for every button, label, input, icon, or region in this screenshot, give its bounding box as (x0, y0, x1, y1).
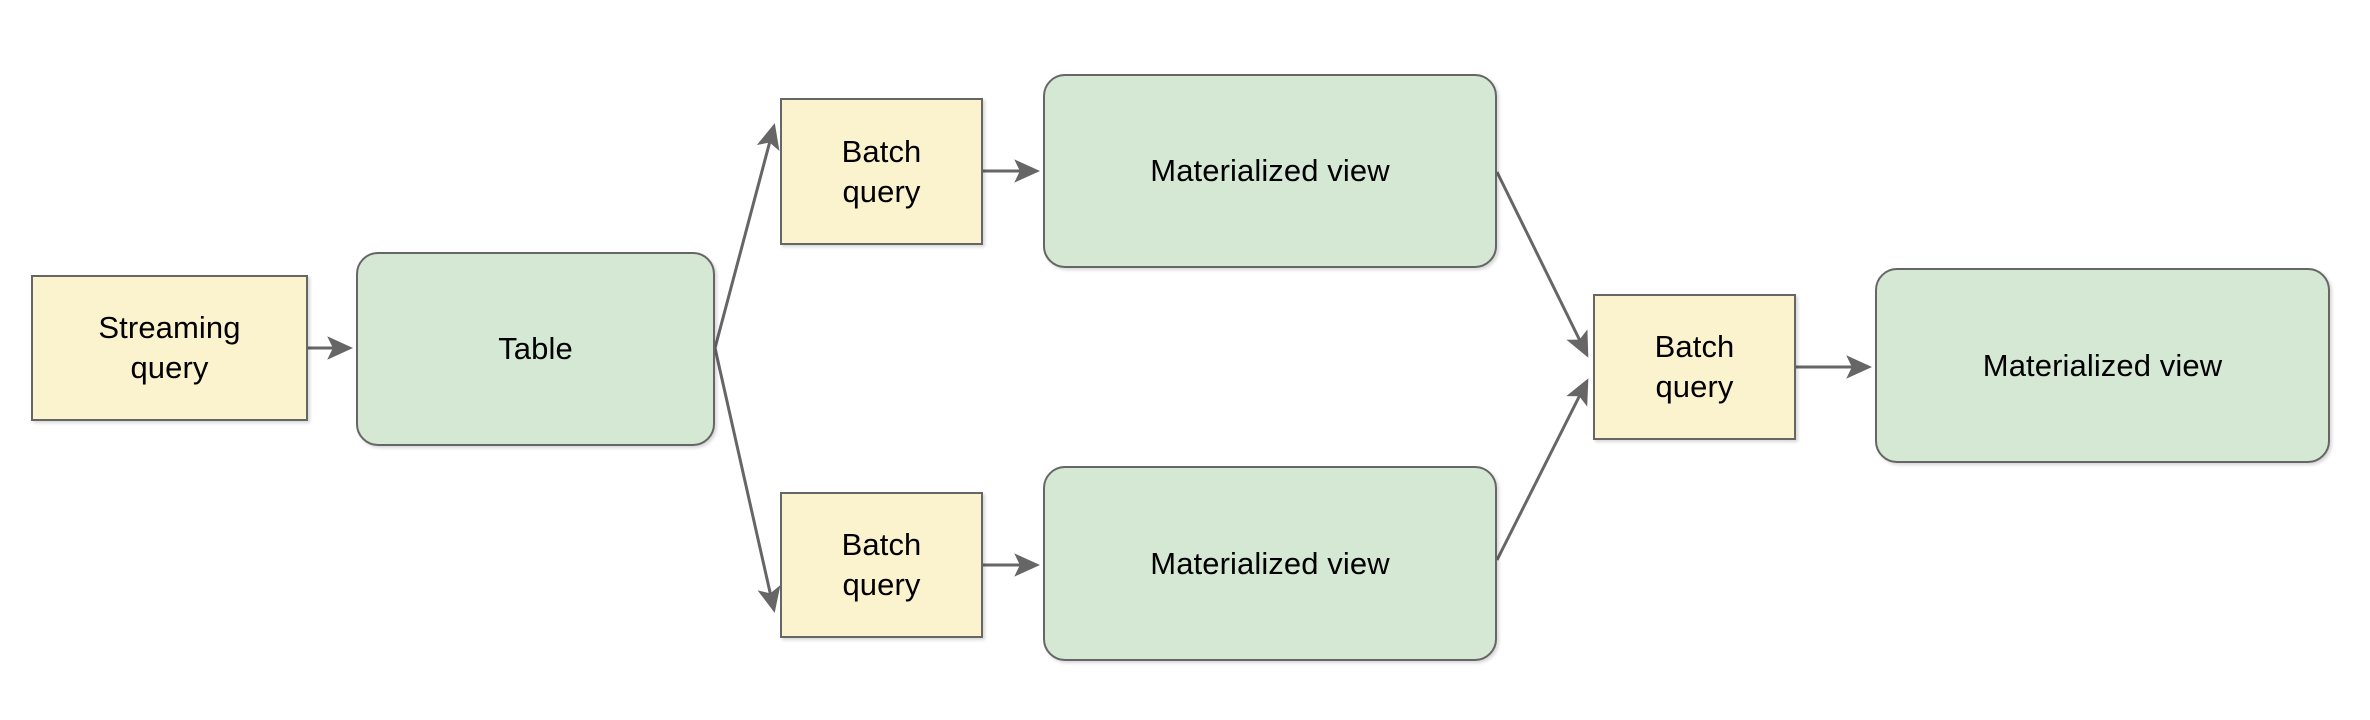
node-materialized-view-bottom-label: Materialized view (1150, 545, 1390, 581)
node-table[interactable]: Table (356, 252, 715, 446)
node-streaming-query-label: Streaming query (98, 310, 241, 385)
node-batch-query-bottom-label: Batch query (841, 527, 922, 602)
node-materialized-view-final-label: Materialized view (1982, 347, 2223, 383)
node-batch-query-bottom[interactable]: Batch query (780, 492, 983, 638)
node-batch-query-merge[interactable]: Batch query (1593, 294, 1796, 440)
node-materialized-view-top[interactable]: Materialized view (1043, 74, 1497, 268)
edge-table-to-batch-query-bottom (713, 347, 781, 613)
node-batch-query-top-label: Batch query (841, 133, 922, 209)
node-materialized-view-bottom[interactable]: Materialized view (1043, 466, 1497, 661)
edge-materialized-view-top-to-batch-query-merge (1495, 171, 1589, 358)
node-streaming-query[interactable]: Streaming query (31, 275, 308, 421)
node-batch-query-top[interactable]: Batch query (780, 98, 983, 245)
node-materialized-view-final[interactable]: Materialized view (1875, 268, 2330, 463)
node-materialized-view-top-label: Materialized view (1150, 153, 1390, 189)
edge-table-to-batch-query-top (713, 123, 780, 349)
edge-materialized-view-bottom-to-batch-query-merge (1495, 378, 1589, 561)
node-table-label: Table (498, 331, 573, 367)
node-batch-query-merge-label: Batch query (1654, 329, 1735, 404)
